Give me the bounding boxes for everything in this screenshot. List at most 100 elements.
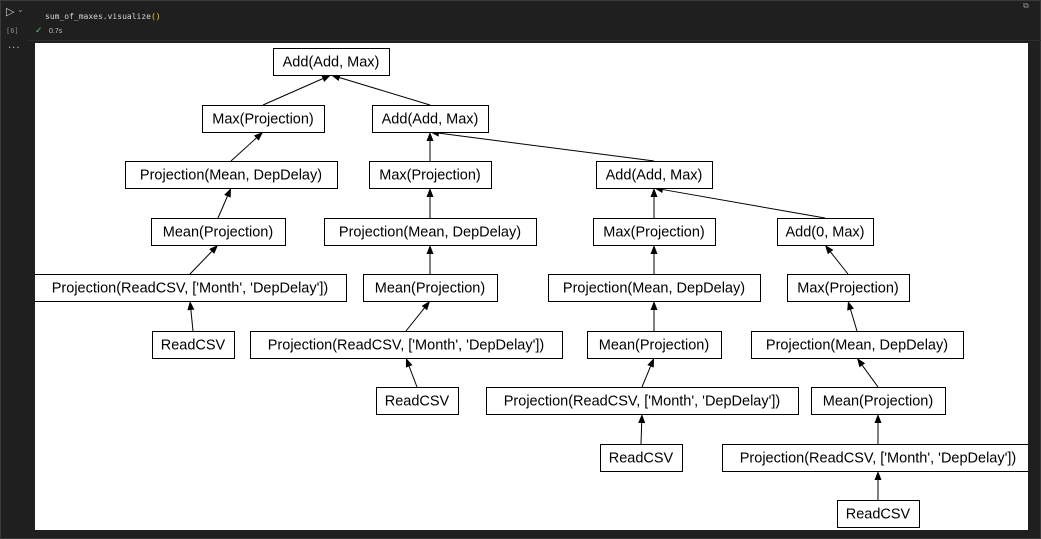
- graph-edge: [190, 309, 194, 332]
- edge-arrowhead: [426, 132, 434, 141]
- chevron-down-icon[interactable]: ⌄: [17, 5, 24, 14]
- graph-node-box: [486, 387, 799, 415]
- edge-arrowhead: [638, 414, 646, 424]
- edge-arrowhead: [209, 245, 218, 254]
- graph-edge: [438, 132, 655, 162]
- graph-node-label: Projection(ReadCSV, ['Month', 'DepDelay'…: [268, 338, 545, 354]
- graph-node-label: Max(Projection): [797, 281, 899, 297]
- graph-node-label: ReadCSV: [161, 338, 226, 354]
- execution-count: [6]: [6, 27, 19, 35]
- graph-edge: [850, 309, 858, 332]
- graph-node-label: ReadCSV: [846, 507, 911, 523]
- graph-node-label: ReadCSV: [609, 451, 674, 467]
- graph-node-box: [600, 444, 683, 472]
- graph-node-box: [363, 274, 498, 302]
- graph-edge: [230, 137, 257, 162]
- more-actions-button[interactable]: ...: [8, 40, 21, 51]
- graph-node-label: Projection(Mean, DepDelay): [766, 338, 948, 354]
- graph-node: Add(Add, Max): [596, 161, 713, 189]
- edge-arrowhead: [224, 188, 231, 198]
- graph-node-box: [152, 331, 235, 359]
- graph-edge: [189, 251, 213, 275]
- code-text: sum_of_maxes.visualize: [45, 12, 151, 21]
- graph-edge: [861, 364, 879, 388]
- graph-node-box: [787, 274, 910, 302]
- graph-node-label: Mean(Projection): [599, 338, 709, 354]
- edge-arrowhead: [321, 75, 331, 82]
- graph-node-label: Projection(ReadCSV, ['Month', 'DepDelay'…: [740, 451, 1017, 467]
- output-layout-icon[interactable]: ⧉: [1023, 1, 1029, 10]
- graph-node-box: [596, 161, 713, 189]
- edge-arrowhead: [426, 245, 434, 254]
- graph-edge: [641, 366, 652, 388]
- graph-node: Max(Projection): [593, 218, 716, 246]
- graph-node-box: [369, 161, 492, 189]
- graph-node: Mean(Projection): [587, 331, 722, 359]
- edge-arrowhead: [857, 358, 866, 368]
- edge-arrowhead: [253, 132, 263, 141]
- graph-node-label: Add(Add, Max): [606, 168, 703, 184]
- graph-node: Add(Add, Max): [372, 105, 489, 133]
- graph-edge: [830, 251, 849, 275]
- graph-node-label: Max(Projection): [212, 112, 314, 128]
- graph-node-box: [35, 274, 347, 302]
- graph-node-label: Add(Add, Max): [283, 55, 380, 71]
- cell-divider: [28, 40, 1041, 41]
- graph-node-box: [593, 218, 716, 246]
- graph-node-box: [202, 105, 325, 133]
- graph-node-label: Max(Projection): [379, 168, 481, 184]
- edge-arrowhead: [650, 301, 658, 310]
- code-editor[interactable]: sum_of_maxes.visualize(): [45, 12, 161, 21]
- edge-arrowhead: [650, 188, 658, 197]
- graph-node-box: [273, 48, 390, 76]
- edge-arrowhead: [650, 245, 658, 254]
- graph-node-box: [151, 218, 286, 246]
- graph-node: Mean(Projection): [811, 387, 946, 415]
- graph-node-box: [376, 387, 459, 415]
- graph-node-label: Projection(ReadCSV, ['Month', 'DepDelay'…: [52, 281, 329, 297]
- graph-node-label: Projection(ReadCSV, ['Month', 'DepDelay'…: [504, 394, 781, 410]
- graph-edge: [640, 422, 643, 445]
- graph-node-label: ReadCSV: [385, 394, 450, 410]
- graph-node-box: [324, 218, 537, 246]
- graph-node-box: [548, 274, 761, 302]
- graph-node-label: Projection(Mean, DepDelay): [339, 225, 521, 241]
- edge-arrowhead: [405, 358, 413, 368]
- graph-node-box: [722, 444, 1028, 472]
- edge-arrowhead: [874, 471, 882, 480]
- graph-node-box: [372, 105, 489, 133]
- graph-node: Projection(ReadCSV, ['Month', 'DepDelay'…: [250, 331, 563, 359]
- graph-node: ReadCSV: [837, 500, 920, 528]
- graph-node: Max(Projection): [202, 105, 325, 133]
- output-area: Add(Add, Max) Max(Projection) Add(Add, Max…: [35, 43, 1028, 530]
- graph-node: Max(Projection): [369, 161, 492, 189]
- edge-arrowhead: [874, 414, 882, 423]
- graph-node: Projection(ReadCSV, ['Month', 'DepDelay'…: [35, 274, 347, 302]
- graph-node: Max(Projection): [787, 274, 910, 302]
- graph-node-label: Mean(Projection): [163, 225, 273, 241]
- graph-node: ReadCSV: [600, 444, 683, 472]
- graph-node-box: [837, 500, 920, 528]
- graph-node-box: [811, 387, 946, 415]
- play-icon[interactable]: ▷: [6, 5, 15, 18]
- graph-node-label: Projection(Mean, DepDelay): [563, 281, 745, 297]
- graph-node: Projection(Mean, DepDelay): [548, 274, 761, 302]
- graph-node-box: [751, 331, 964, 359]
- graph-node-label: Mean(Projection): [375, 281, 485, 297]
- graph-node: Add(0, Max): [777, 218, 874, 246]
- graph-edge: [662, 189, 826, 219]
- edge-arrowhead: [187, 301, 195, 311]
- graph-node: ReadCSV: [376, 387, 459, 415]
- check-icon: ✓: [35, 26, 43, 36]
- graph-node: Mean(Projection): [151, 218, 286, 246]
- graph-node-label: Add(0, Max): [786, 225, 865, 241]
- graph-node: Projection(Mean, DepDelay): [324, 218, 537, 246]
- graph-node: Projection(Mean, DepDelay): [751, 331, 964, 359]
- code-parens: (): [150, 12, 161, 21]
- task-graph: Add(Add, Max) Max(Projection) Add(Add, Max…: [35, 48, 1028, 528]
- graph-edge: [408, 366, 418, 388]
- graph-node: Projection(Mean, DepDelay): [125, 161, 338, 189]
- graph-node: Mean(Projection): [363, 274, 498, 302]
- edge-arrowhead: [421, 301, 430, 311]
- graph-node-box: [125, 161, 338, 189]
